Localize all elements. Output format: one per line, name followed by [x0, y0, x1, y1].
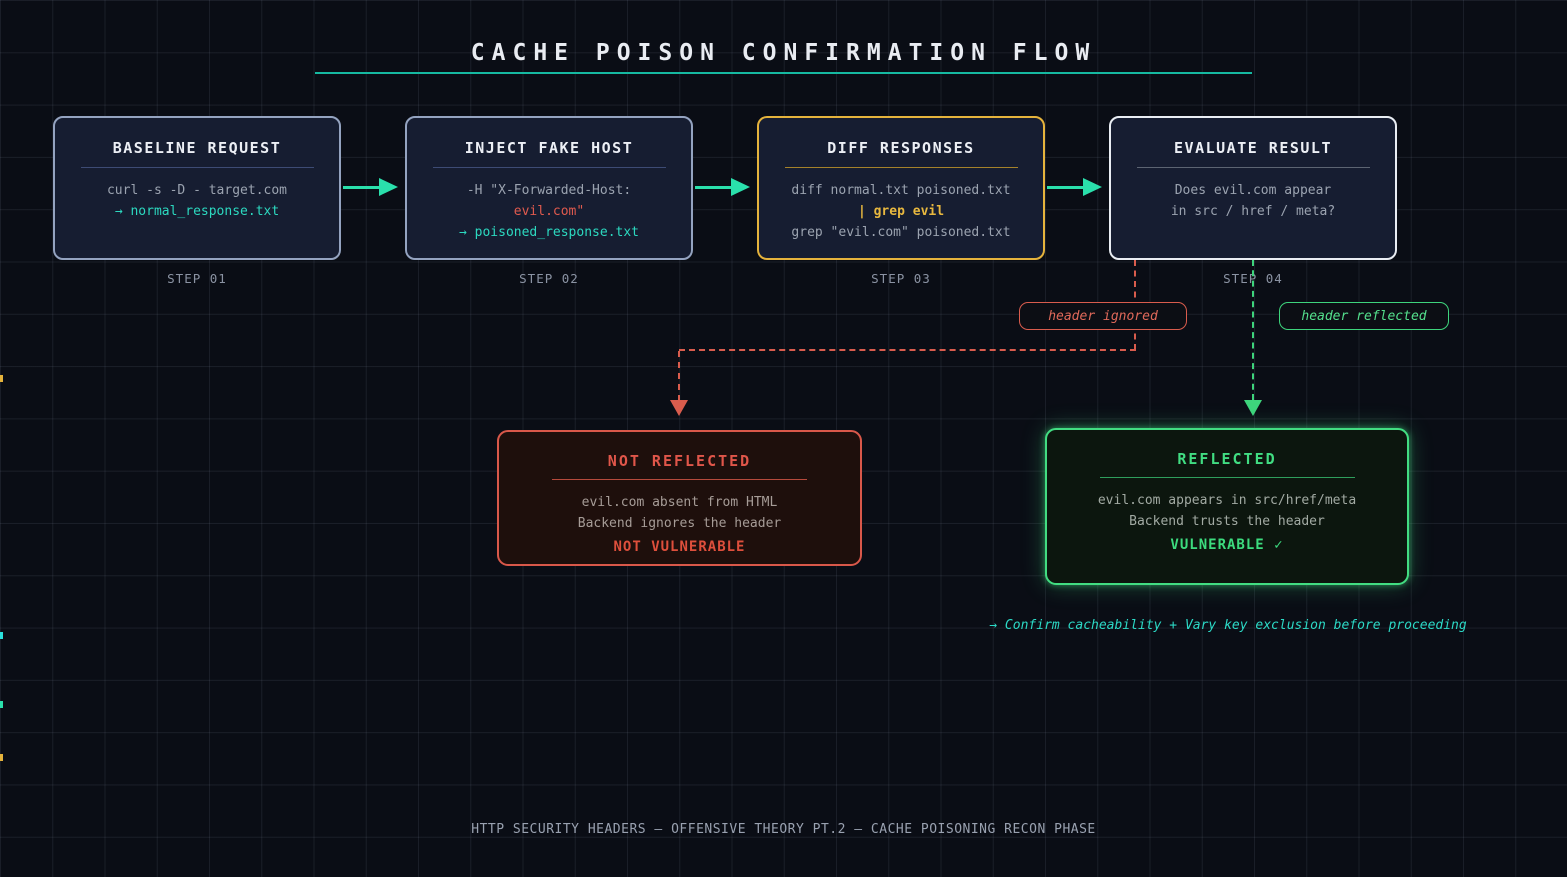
arrow-down-icon	[670, 400, 688, 416]
outcome-separator	[552, 479, 807, 480]
step-box-diff-responses: DIFF RESPONSES diff normal.txt poisoned.…	[757, 116, 1045, 260]
code-line: | grep evil	[857, 204, 945, 219]
footer-text: HTTP SECURITY HEADERS — OFFENSIVE THEORY…	[471, 822, 1096, 837]
arrow-down-icon	[1244, 400, 1262, 416]
step-title: BASELINE REQUEST	[112, 139, 282, 157]
flow-connector	[1047, 186, 1085, 189]
outcome-title: NOT REFLECTED	[607, 452, 752, 470]
page-title: CACHE POISON CONFIRMATION FLOW	[470, 40, 1097, 66]
step-label-03: STEP 03	[871, 271, 931, 286]
outcome-line: Backend ignores the header	[577, 516, 782, 531]
flow-connector	[695, 186, 733, 189]
code-line: diff normal.txt poisoned.txt	[791, 183, 1011, 198]
flow-connector	[343, 186, 381, 189]
step-separator	[432, 167, 666, 168]
code-line: -H "X-Forwarded-Host:	[466, 183, 632, 198]
outcome-box-reflected: REFLECTED evil.com appears in src/href/m…	[1045, 428, 1409, 585]
code-line: evil.com"	[513, 204, 585, 219]
edge-tick	[0, 632, 3, 639]
step-separator	[784, 167, 1018, 168]
verdict-text: VULNERABLE ✓	[1170, 537, 1284, 553]
arrow-right-icon	[731, 178, 750, 196]
code-line: curl -s -D - target.com	[106, 183, 287, 198]
edge-tick	[0, 375, 3, 382]
outcome-title: REFLECTED	[1177, 450, 1277, 468]
code-line: Does evil.com appear	[1174, 183, 1332, 198]
title-underline	[315, 72, 1252, 74]
code-line: → poisoned_response.txt	[458, 225, 639, 240]
step-box-evaluate-result: EVALUATE RESULT Does evil.com appear in …	[1109, 116, 1397, 260]
step-box-baseline-request: BASELINE REQUEST curl -s -D - target.com…	[53, 116, 341, 260]
outcome-box-not-reflected: NOT REFLECTED evil.com absent from HTML …	[497, 430, 862, 566]
note-text: → Confirm cacheability + Vary key exclus…	[989, 618, 1467, 633]
outcome-line: evil.com appears in src/href/meta	[1097, 493, 1357, 508]
edge-tick	[0, 701, 3, 708]
step-label-01: STEP 01	[167, 271, 227, 286]
arrow-right-icon	[379, 178, 398, 196]
outcome-line: Backend trusts the header	[1129, 514, 1325, 529]
edge-tick	[0, 754, 3, 761]
code-line: → normal_response.txt	[114, 204, 280, 219]
code-line: grep "evil.com" poisoned.txt	[791, 225, 1011, 240]
step-title: INJECT FAKE HOST	[464, 139, 634, 157]
step-title: DIFF RESPONSES	[827, 139, 975, 157]
step-separator	[1136, 167, 1370, 168]
step-title: EVALUATE RESULT	[1174, 139, 1332, 157]
branch-path-reflected	[1252, 260, 1254, 400]
verdict-text: NOT VULNERABLE	[613, 539, 746, 555]
branch-label-reflected: header reflected	[1279, 302, 1449, 330]
outcome-separator	[1099, 477, 1355, 478]
branch-label-ignored: header ignored	[1019, 302, 1187, 330]
code-line: in src / href / meta?	[1170, 204, 1336, 219]
step-separator	[80, 167, 314, 168]
arrow-right-icon	[1083, 178, 1102, 196]
branch-path-ignored	[679, 349, 1136, 351]
branch-path-ignored	[678, 351, 680, 401]
step-label-02: STEP 02	[519, 271, 579, 286]
outcome-line: evil.com absent from HTML	[581, 495, 778, 510]
step-box-inject-fake-host: INJECT FAKE HOST -H "X-Forwarded-Host: e…	[405, 116, 693, 260]
